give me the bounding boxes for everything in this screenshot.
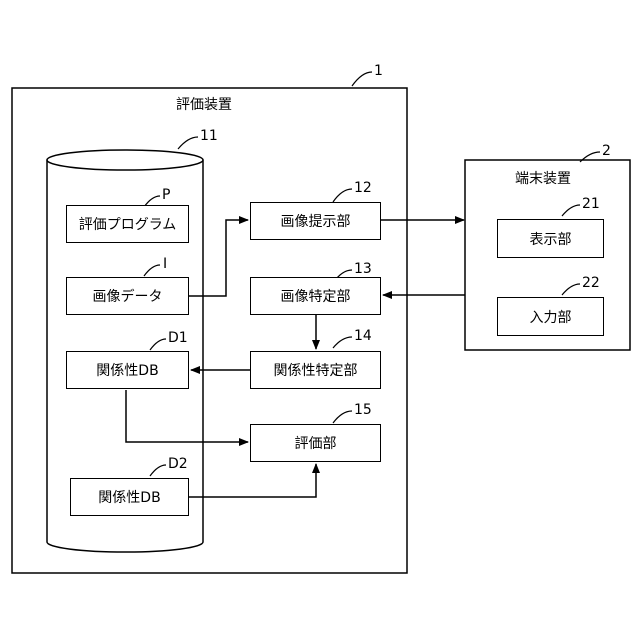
display-label: 表示部 bbox=[530, 229, 572, 249]
storage-ref: 11 bbox=[200, 128, 218, 144]
arrow-db2-to-evaluator bbox=[189, 464, 316, 497]
relation-db1-box: 関係性DB bbox=[66, 351, 189, 389]
image-data-label: 画像データ bbox=[93, 286, 163, 306]
input-label: 入力部 bbox=[530, 307, 572, 327]
arrow-db1-to-evaluator bbox=[126, 390, 248, 442]
relation-db1-label: 関係性DB bbox=[96, 360, 158, 380]
relation-db2-label: 関係性DB bbox=[98, 487, 160, 507]
image-data-ref: I bbox=[163, 256, 167, 272]
program-ref: P bbox=[162, 187, 170, 203]
image-presenter-box: 画像提示部 bbox=[250, 202, 381, 240]
relation-db1-ref: D1 bbox=[168, 330, 188, 346]
image-identifier-ref: 13 bbox=[354, 261, 372, 277]
relation-identifier-ref: 14 bbox=[354, 328, 372, 344]
program-label: 評価プログラム bbox=[79, 214, 177, 234]
terminal-device-title: 端末装置 bbox=[515, 168, 571, 188]
image-identifier-label: 画像特定部 bbox=[281, 286, 351, 306]
relation-db2-ref: D2 bbox=[168, 456, 188, 472]
image-data-box: 画像データ bbox=[66, 277, 189, 315]
image-presenter-ref: 12 bbox=[354, 180, 372, 196]
image-identifier-box: 画像特定部 bbox=[250, 277, 381, 315]
display-box: 表示部 bbox=[497, 219, 604, 258]
display-ref: 21 bbox=[582, 196, 600, 212]
evaluation-device-ref: 1 bbox=[374, 63, 383, 79]
evaluation-device-title: 評価装置 bbox=[176, 94, 232, 114]
evaluator-label: 評価部 bbox=[295, 433, 337, 453]
relation-identifier-label: 関係性特定部 bbox=[274, 360, 358, 380]
input-box: 入力部 bbox=[497, 297, 604, 336]
input-ref: 22 bbox=[582, 275, 600, 291]
evaluator-ref: 15 bbox=[354, 402, 372, 418]
relation-identifier-box: 関係性特定部 bbox=[250, 351, 381, 389]
terminal-device-ref: 2 bbox=[602, 143, 611, 159]
image-presenter-label: 画像提示部 bbox=[281, 211, 351, 231]
program-box: 評価プログラム bbox=[66, 205, 189, 243]
evaluator-box: 評価部 bbox=[250, 424, 381, 462]
relation-db2-box: 関係性DB bbox=[70, 478, 189, 516]
arrow-image-data-to-presenter bbox=[189, 220, 248, 296]
